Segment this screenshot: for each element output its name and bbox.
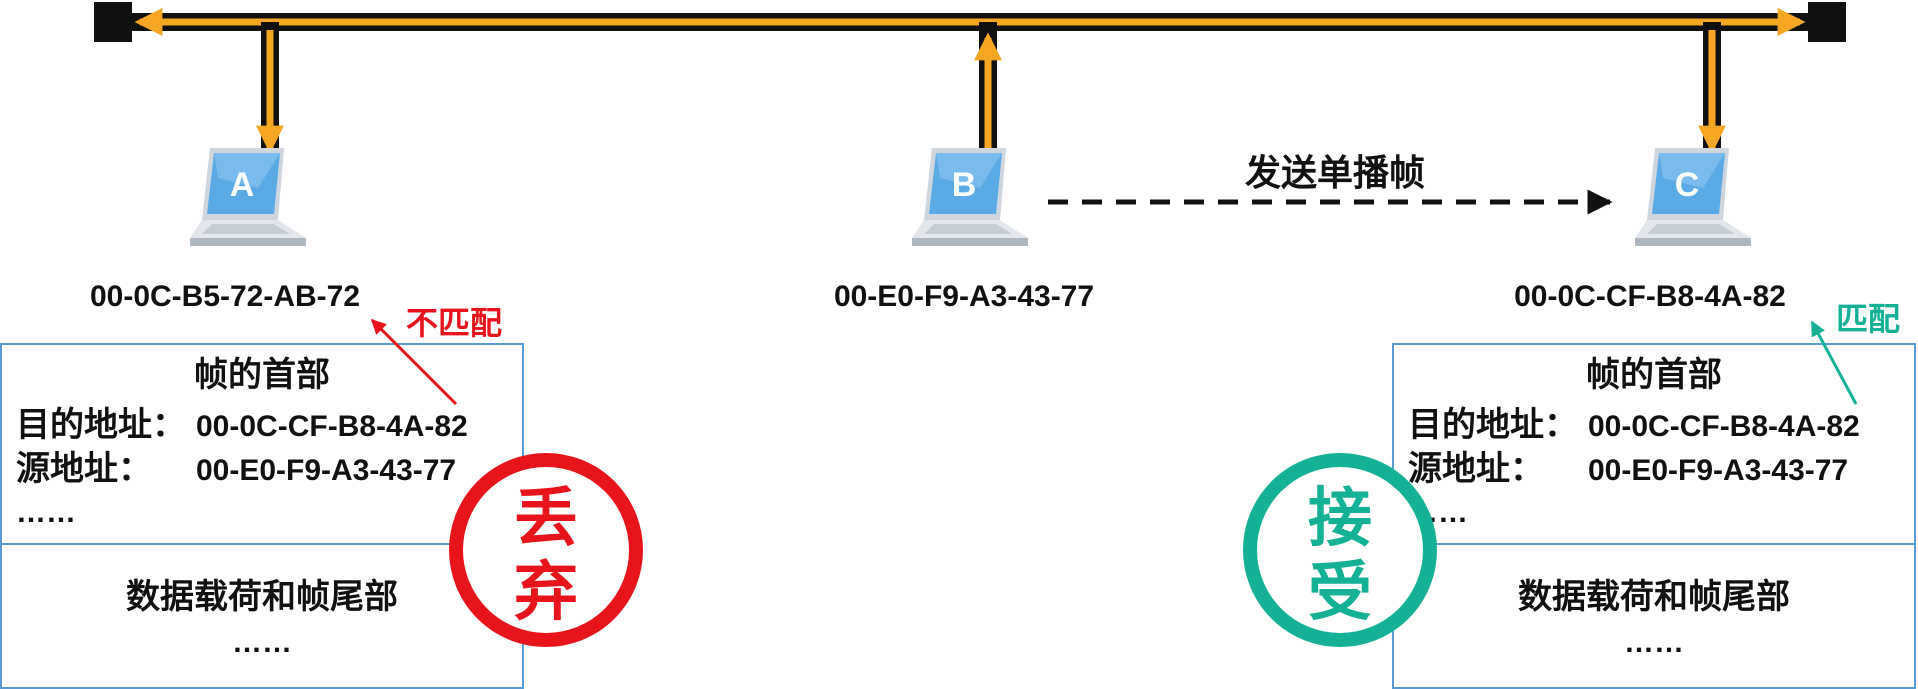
discard-stamp: 丢 弃 — [449, 453, 643, 647]
accept-stamp-top: 接 — [1308, 482, 1372, 554]
host-letter-a: A — [230, 166, 255, 204]
host-letter-b: B — [952, 166, 977, 204]
mac-address-b: 00-E0-F9-A3-43-77 — [834, 280, 1094, 313]
src-address-key-left: 源地址： — [16, 450, 152, 488]
header-ellipsis-left: …… — [16, 496, 76, 529]
payload-ellipsis-left: …… — [232, 626, 292, 659]
accept-stamp-bottom: 受 — [1308, 556, 1372, 628]
match-arrow — [1810, 320, 1858, 405]
discard-stamp-top: 丢 — [514, 482, 578, 554]
payload-ellipsis-right: …… — [1624, 626, 1684, 659]
mismatch-arrow — [370, 318, 458, 406]
shared-bus — [94, 2, 1846, 42]
src-address-value-left: 00-E0-F9-A3-43-77 — [196, 454, 456, 487]
payload-title-left: 数据载荷和帧尾部 — [126, 578, 398, 616]
laptop-icon-b: B — [912, 148, 1028, 246]
send-unicast-label: 发送单播帧 — [1245, 152, 1425, 193]
frame-box-left: 帧的首部 目的地址： 00-0C-CF-B8-4A-82 源地址： 00-E0-… — [0, 343, 524, 689]
src-address-key-right: 源地址： — [1408, 450, 1544, 488]
laptop-icon-c: C — [1635, 148, 1751, 246]
dest-address-value-left: 00-0C-CF-B8-4A-82 — [196, 410, 468, 443]
mismatch-label: 不匹配 — [406, 305, 502, 341]
discard-stamp-bottom: 弃 — [514, 556, 578, 628]
src-address-value-right: 00-E0-F9-A3-43-77 — [1588, 454, 1848, 487]
dest-address-key-right: 目的地址： — [1408, 406, 1578, 444]
frame-box-right: 帧的首部 目的地址： 00-0C-CF-B8-4A-82 源地址： 00-E0-… — [1392, 343, 1916, 689]
payload-title-right: 数据载荷和帧尾部 — [1518, 578, 1790, 616]
host-letter-c: C — [1675, 166, 1700, 204]
mac-address-a: 00-0C-B5-72-AB-72 — [90, 280, 360, 313]
accept-stamp: 接 受 — [1243, 453, 1437, 647]
dest-address-value-right: 00-0C-CF-B8-4A-82 — [1588, 410, 1860, 443]
match-label: 匹配 — [1836, 301, 1900, 337]
dest-address-key-left: 目的地址： — [16, 406, 186, 444]
laptop-icon-a: A — [190, 148, 306, 246]
frame-header-title-right: 帧的首部 — [1586, 356, 1722, 394]
mac-address-c: 00-0C-CF-B8-4A-82 — [1514, 280, 1786, 313]
frame-header-title-left: 帧的首部 — [194, 356, 330, 394]
